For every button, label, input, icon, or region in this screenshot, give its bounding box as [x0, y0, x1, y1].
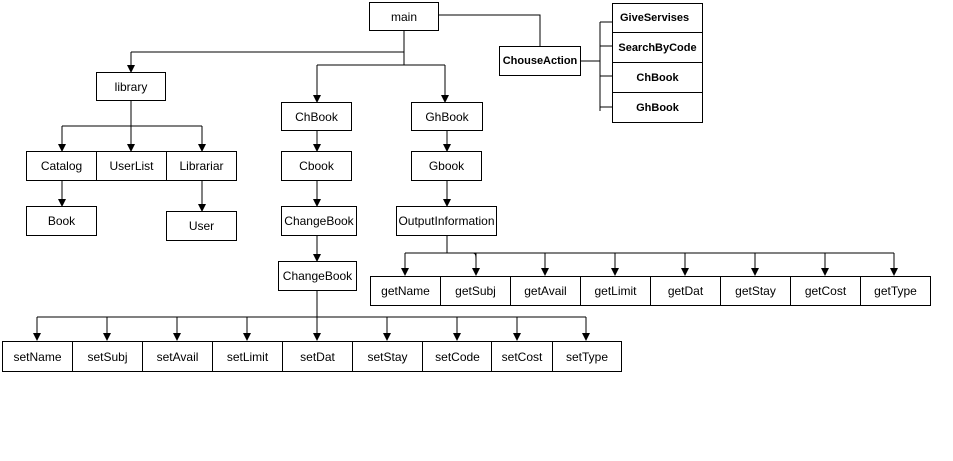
- getter-getCost: getCost: [790, 276, 861, 306]
- getter-getDat: getDat: [650, 276, 721, 306]
- setter-setType: setType: [552, 341, 622, 372]
- edge-getters-bus: [405, 236, 894, 261]
- edge-library-children: [62, 101, 202, 127]
- node-ghbook: GhBook: [411, 102, 483, 131]
- setter-setLimit: setLimit: [212, 341, 283, 372]
- node-catalog: Catalog: [26, 151, 97, 181]
- node-action-chbook: ChBook: [612, 62, 703, 93]
- getter-getName: getName: [370, 276, 441, 306]
- node-gbook: Gbook: [411, 151, 482, 181]
- node-librariar: Librariar: [166, 151, 237, 181]
- getter-getStay: getStay: [720, 276, 791, 306]
- node-library: library: [96, 72, 166, 101]
- getter-getSubj: getSubj: [440, 276, 511, 306]
- node-giveservises: GiveServises: [612, 3, 703, 33]
- setter-setName: setName: [2, 341, 73, 372]
- getter-arrow-group: [401, 253, 898, 276]
- node-changebook-inner: ChangeBook: [278, 261, 357, 291]
- node-userlist: UserList: [96, 151, 167, 181]
- node-action-ghbook: GhBook: [612, 92, 703, 123]
- node-chbook: ChBook: [281, 102, 352, 131]
- setter-setSubj: setSubj: [72, 341, 143, 372]
- edge-setters-bus: [37, 291, 586, 318]
- node-cbook: Cbook: [281, 151, 352, 181]
- node-main: main: [369, 2, 439, 31]
- edge-chouseaction-bracket: [581, 21, 613, 111]
- node-changebook: ChangeBook: [281, 206, 357, 236]
- node-outputinformation: OutputInformation: [396, 206, 497, 236]
- node-user: User: [166, 211, 237, 241]
- getter-getType: getType: [860, 276, 931, 306]
- setter-setCode: setCode: [422, 341, 493, 372]
- setter-setDat: setDat: [282, 341, 353, 372]
- node-searchbycode: SearchByCode: [612, 32, 703, 63]
- setter-setAvail: setAvail: [142, 341, 213, 372]
- edge-main-children: [131, 31, 445, 66]
- node-chouseaction: ChouseAction: [499, 46, 581, 76]
- node-book: Book: [26, 206, 97, 236]
- getter-getAvail: getAvail: [510, 276, 581, 306]
- setter-arrow-group: [33, 317, 590, 341]
- getter-getLimit: getLimit: [580, 276, 651, 306]
- setter-setStay: setStay: [352, 341, 423, 372]
- edge-main-chouseaction: [439, 14, 541, 46]
- setter-setCost: setCost: [491, 341, 553, 372]
